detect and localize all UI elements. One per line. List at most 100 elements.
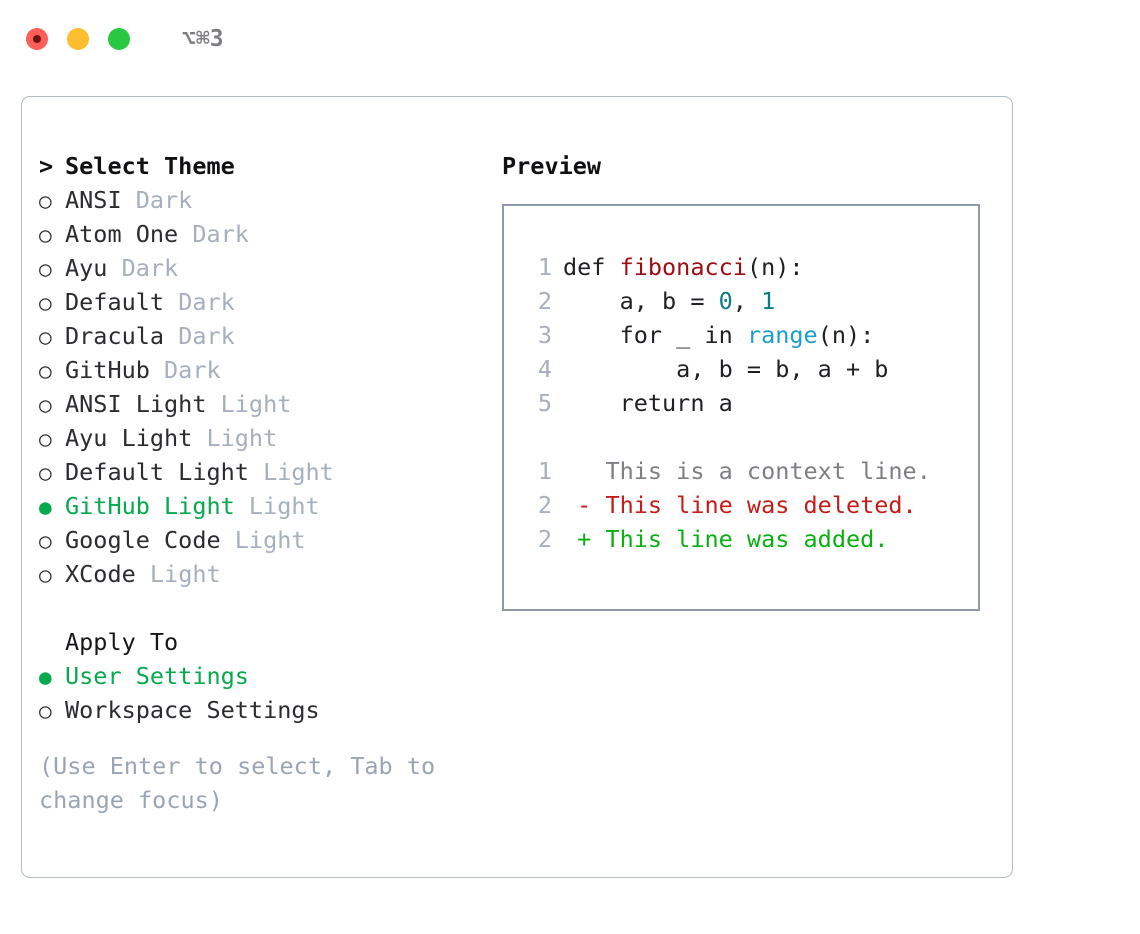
theme-list-item[interactable]: ○ GitHub Dark <box>39 353 469 387</box>
theme-list-item[interactable]: ○ XCode Light <box>39 557 469 591</box>
diff-line-text: This is a context line. <box>563 457 931 485</box>
theme-name-label: Ayu <box>65 254 108 282</box>
list-spacer <box>39 591 469 625</box>
close-window-icon[interactable] <box>26 28 48 50</box>
apply-to-option[interactable]: ○ Workspace Settings <box>39 693 469 727</box>
preview-title: Preview <box>502 152 602 180</box>
theme-name-label: Default Light <box>65 458 249 486</box>
theme-variant-badge: Light <box>220 526 306 554</box>
line-number: 5 <box>537 389 552 417</box>
code-token: for _ in <box>563 321 747 349</box>
theme-name-label: Dracula <box>65 322 165 350</box>
theme-list-item[interactable]: ○Default Dark <box>39 285 469 319</box>
theme-list-item[interactable]: ○ ANSI Light Light <box>39 387 469 421</box>
apply-to-header: Apply To <box>39 625 469 659</box>
title-bar: ⌥⌘3 <box>0 0 1140 78</box>
minimize-window-icon[interactable] <box>67 28 89 50</box>
code-line: 4 a, b = b, a + b <box>526 352 978 386</box>
code-token: , <box>732 287 762 315</box>
radio-unselected-icon[interactable]: ○ <box>39 189 52 213</box>
diff-sample: 1 This is a context line.2 - This line w… <box>526 454 978 556</box>
theme-variant-badge: Dark <box>164 322 235 350</box>
theme-list-item[interactable]: ○ANSI Dark <box>39 183 469 217</box>
diff-line: 2 - This line was deleted. <box>526 488 978 522</box>
diff-line-text: + This line was added. <box>563 525 889 553</box>
theme-list-item[interactable]: ● GitHub Light Light <box>39 489 469 523</box>
theme-variant-badge: Light <box>135 560 221 588</box>
apply-to-label: Apply To <box>65 628 179 656</box>
theme-list-item[interactable]: ○ Dracula Dark <box>39 319 469 353</box>
theme-list: ○ANSI Dark○Atom One Dark○Ayu Dark○Defaul… <box>39 183 469 591</box>
apply-to-option[interactable]: ● User Settings <box>39 659 469 693</box>
theme-list-item[interactable]: ○ Google Code Light <box>39 523 469 557</box>
diff-line: 2 + This line was added. <box>526 522 978 556</box>
line-number: 2 <box>537 287 552 315</box>
theme-name-label: Default <box>65 288 165 316</box>
theme-variant-badge: Light <box>206 390 292 418</box>
radio-unselected-icon[interactable]: ○ <box>39 359 52 383</box>
zoom-window-icon[interactable] <box>108 28 130 50</box>
code-token: def <box>563 253 620 281</box>
line-number: 2 <box>537 525 552 553</box>
select-theme-header: > Select Theme <box>39 149 469 183</box>
radio-unselected-icon[interactable]: ○ <box>39 257 52 281</box>
apply-to-option-label: Workspace Settings <box>65 696 320 724</box>
radio-unselected-icon[interactable]: ○ <box>39 223 52 247</box>
code-token: 0 <box>718 287 733 315</box>
line-number: 1 <box>537 253 552 281</box>
radio-unselected-icon[interactable]: ○ <box>39 393 52 417</box>
radio-unselected-icon[interactable]: ○ <box>39 291 52 315</box>
radio-selected-icon[interactable]: ● <box>39 495 52 519</box>
theme-name-label: Google Code <box>65 526 221 554</box>
radio-unselected-icon[interactable]: ○ <box>39 529 52 553</box>
theme-variant-badge: Dark <box>149 356 221 384</box>
radio-unselected-icon[interactable]: ○ <box>39 699 52 723</box>
theme-selector-pane: > Select Theme ○ANSI Dark○Atom One Dark○… <box>39 149 469 817</box>
theme-name-label: GitHub <box>65 356 150 384</box>
theme-name-label: ANSI Light <box>65 390 207 418</box>
apply-to-marker-placeholder <box>39 626 65 660</box>
line-number: 4 <box>537 355 552 383</box>
code-token: (n): <box>817 321 875 349</box>
select-theme-title: Select Theme <box>65 152 235 180</box>
theme-list-item[interactable]: ○Atom One Dark <box>39 217 469 251</box>
caret-icon: > <box>39 152 54 180</box>
code-token: 1 <box>761 287 776 315</box>
apply-to-option-label: User Settings <box>65 662 249 690</box>
theme-variant-badge: Light <box>234 492 320 520</box>
theme-name-label: ANSI <box>65 186 122 214</box>
code-token: fibonacci <box>619 253 747 281</box>
radio-unselected-icon[interactable]: ○ <box>39 563 52 587</box>
line-number: 3 <box>537 321 552 349</box>
keyboard-hint-text: (Use Enter to select, Tab to change focu… <box>39 752 436 814</box>
radio-unselected-icon[interactable]: ○ <box>39 325 52 349</box>
radio-unselected-icon[interactable]: ○ <box>39 427 52 451</box>
theme-name-label: XCode <box>65 560 136 588</box>
code-token: (n): <box>746 253 804 281</box>
code-line: 5 return a <box>526 386 978 420</box>
theme-list-item[interactable]: ○ Default Light Light <box>39 455 469 489</box>
code-token: range <box>746 321 818 349</box>
keyboard-shortcut-label: ⌥⌘3 <box>182 26 224 52</box>
theme-variant-badge: Light <box>192 424 278 452</box>
radio-selected-icon[interactable]: ● <box>39 665 52 689</box>
theme-name-label: Ayu Light <box>65 424 193 452</box>
theme-list-item[interactable]: ○ Ayu Light Light <box>39 421 469 455</box>
code-token: a, b = <box>563 287 719 315</box>
code-diff-gap <box>526 420 978 454</box>
theme-list-item[interactable]: ○Ayu Dark <box>39 251 469 285</box>
radio-unselected-icon[interactable]: ○ <box>39 461 52 485</box>
apply-to-options: ● User Settings ○ Workspace Settings <box>39 659 469 727</box>
line-number: 2 <box>537 491 552 519</box>
main-panel: > Select Theme ○ANSI Dark○Atom One Dark○… <box>21 96 1013 878</box>
theme-variant-badge: Light <box>248 458 334 486</box>
code-token: a, b = b, a + b <box>563 355 889 383</box>
theme-name-label: GitHub Light <box>65 492 235 520</box>
code-token: return a <box>563 389 733 417</box>
theme-name-label: Atom One <box>65 220 179 248</box>
code-line: 2 a, b = 0, 1 <box>526 284 978 318</box>
